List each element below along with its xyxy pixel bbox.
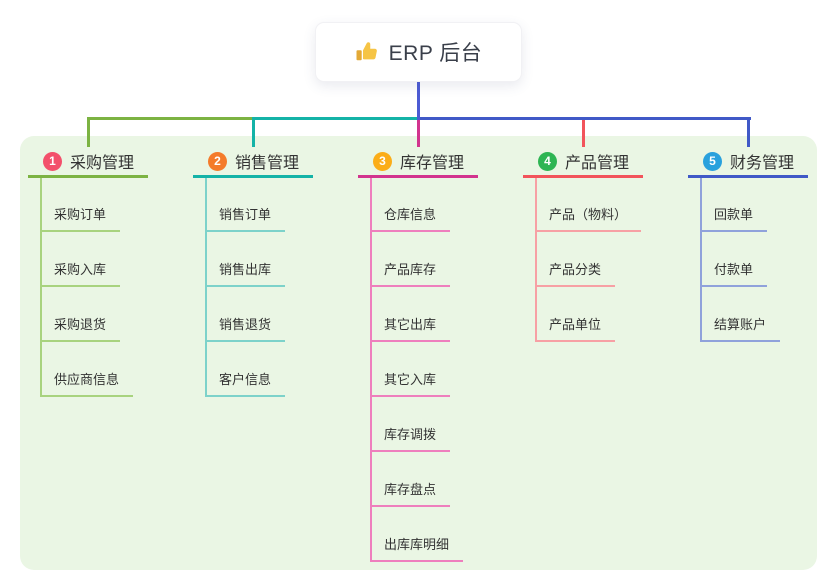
child-node-回款单[interactable]: 回款单: [700, 202, 768, 232]
branch-node-产品管理[interactable]: 4 产品管理: [523, 147, 643, 178]
branch-1-drop-line: [87, 117, 90, 147]
branch-title-label: 采购管理: [70, 155, 135, 172]
priority-badge: 4: [538, 151, 557, 171]
branch-3-drop-line: [417, 117, 420, 147]
priority-badge: 3: [373, 151, 392, 171]
priority-badge: 5: [703, 151, 722, 171]
child-node-采购入库[interactable]: 采购入库: [40, 257, 121, 287]
child-node-客户信息[interactable]: 客户信息: [205, 367, 286, 397]
root-node[interactable]: ERP 后台: [315, 22, 522, 82]
child-node-产品分类[interactable]: 产品分类: [535, 257, 616, 287]
child-node-其它入库[interactable]: 其它入库: [370, 367, 451, 397]
child-node-其它出库[interactable]: 其它出库: [370, 312, 451, 342]
child-node-销售订单[interactable]: 销售订单: [205, 202, 286, 232]
branch-4-drop-line: [582, 117, 585, 147]
child-node-付款单[interactable]: 付款单: [700, 257, 768, 287]
child-node-库存调拨[interactable]: 库存调拨: [370, 422, 451, 452]
root-stem-line: [417, 82, 420, 120]
branch-5-drop-line: [747, 117, 750, 147]
root-node-label: ERP 后台: [388, 42, 483, 65]
child-node-销售退货[interactable]: 销售退货: [205, 312, 286, 342]
child-node-结算账户[interactable]: 结算账户: [700, 312, 781, 342]
child-node-仓库信息[interactable]: 仓库信息: [370, 202, 451, 232]
child-node-产品单位[interactable]: 产品单位: [535, 312, 616, 342]
child-node-采购退货[interactable]: 采购退货: [40, 312, 121, 342]
branch-5-horizontal-line: [417, 117, 751, 120]
child-spine-line: [535, 178, 537, 342]
priority-badge: 2: [208, 151, 227, 171]
child-spine-line: [205, 178, 207, 397]
branches-background-panel: [20, 136, 817, 570]
branch-2-drop-line: [252, 117, 255, 147]
priority-badge: 1: [43, 151, 62, 171]
child-node-库存盘点[interactable]: 库存盘点: [370, 477, 451, 507]
child-node-供应商信息[interactable]: 供应商信息: [40, 367, 134, 397]
branch-title-label: 库存管理: [400, 155, 465, 172]
child-spine-line: [700, 178, 702, 342]
branch-title-label: 产品管理: [565, 155, 630, 172]
child-node-产品库存[interactable]: 产品库存: [370, 257, 451, 287]
branch-node-财务管理[interactable]: 5 财务管理: [688, 147, 808, 178]
branch-1-horizontal-line: [87, 117, 254, 120]
branch-2-horizontal-line: [252, 117, 418, 120]
child-node-产品（物料）[interactable]: 产品（物料）: [535, 202, 642, 232]
branch-node-采购管理[interactable]: 1 采购管理: [28, 147, 148, 178]
branch-title-label: 财务管理: [730, 155, 795, 172]
child-node-出库库明细[interactable]: 出库库明细: [370, 532, 464, 562]
child-spine-line: [40, 178, 42, 397]
child-node-采购订单[interactable]: 采购订单: [40, 202, 121, 232]
child-spine-line: [370, 178, 372, 562]
branch-node-销售管理[interactable]: 2 销售管理: [193, 147, 313, 178]
thumbs-up-icon: [355, 40, 379, 64]
branch-title-label: 销售管理: [235, 155, 300, 172]
branch-node-库存管理[interactable]: 3 库存管理: [358, 147, 478, 178]
child-node-销售出库[interactable]: 销售出库: [205, 257, 286, 287]
